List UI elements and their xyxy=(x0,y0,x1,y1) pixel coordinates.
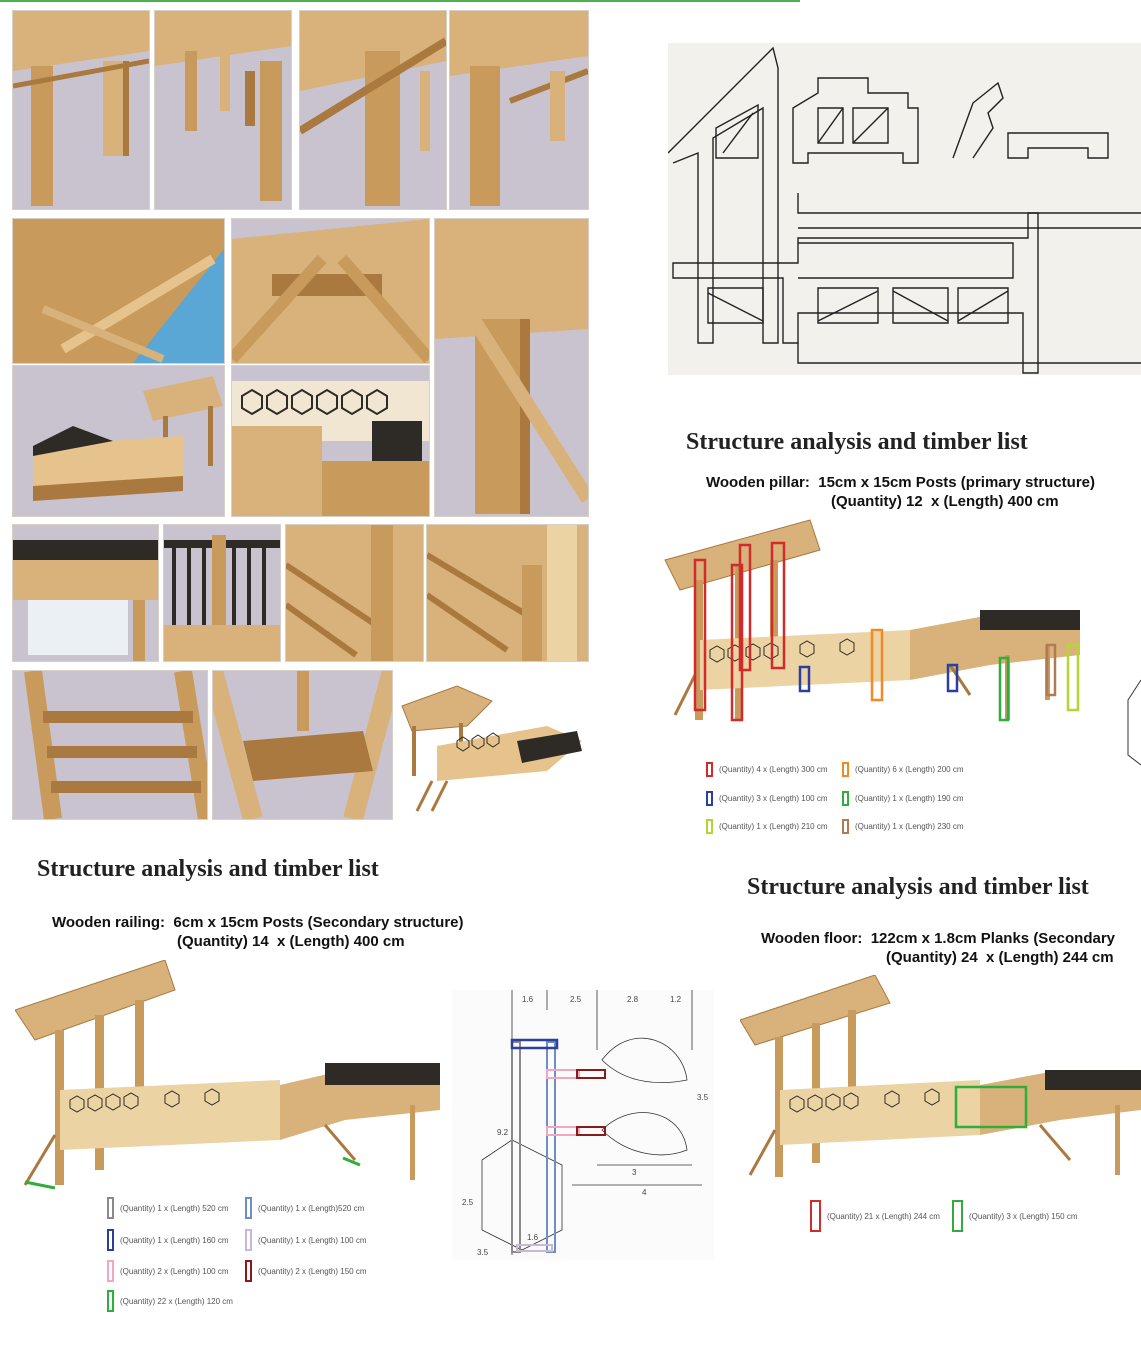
legend-label: (Quantity) 1 x (Length) 520 cm xyxy=(120,1203,229,1213)
legend-swatch xyxy=(842,762,849,777)
legend-swatch xyxy=(706,762,713,777)
legend-label: (Quantity) 1 x (Length) 100 cm xyxy=(258,1235,367,1245)
legend-label: (Quantity) 2 x (Length) 150 cm xyxy=(258,1266,367,1276)
render-photo-posts-3 xyxy=(449,10,589,210)
legend-label: (Quantity) 1 x (Length) 190 cm xyxy=(855,794,964,803)
legend-label: (Quantity) 1 x (Length) 160 cm xyxy=(120,1235,229,1245)
legend-swatch xyxy=(952,1200,963,1232)
render-photo-posts-1 xyxy=(12,10,150,210)
floor-spec-line-1: Wooden floor: 122cm x 1.8cm Planks (Seco… xyxy=(761,930,1116,947)
railing-legend-item: (Quantity) 1 x (Length) 520 cm xyxy=(107,1197,229,1219)
pillar-legend-item: (Quantity) 1 x (Length) 230 cm xyxy=(842,819,964,834)
railing-dim-label: 3.5 xyxy=(697,1093,709,1102)
floor-legend-item: (Quantity) 3 x (Length) 150 cm xyxy=(952,1200,1078,1232)
railing-dimension-sketch: 1.6 2.5 2.8 1.2 3.5 9.2 2.5 3.5 1.6 3 4 xyxy=(452,990,714,1260)
render-photo-pavilion-aerial xyxy=(396,670,589,820)
legend-label: (Quantity) 2 x (Length) 100 cm xyxy=(120,1266,229,1276)
legend-swatch xyxy=(706,791,713,806)
legend-label: (Quantity) 1 x (Length)520 cm xyxy=(258,1203,365,1213)
railing-legend-item: (Quantity) 2 x (Length) 150 cm xyxy=(245,1260,367,1282)
legend-label: (Quantity) 21 x (Length) 244 cm xyxy=(827,1211,940,1221)
railing-legend-item: (Quantity) 1 x (Length)520 cm xyxy=(245,1197,364,1219)
legend-label: (Quantity) 1 x (Length) 210 cm xyxy=(719,822,828,831)
pillar-legend-item: (Quantity) 4 x (Length) 300 cm xyxy=(706,762,828,777)
render-photo-tall-post xyxy=(434,218,589,517)
render-photo-pavilion-overview xyxy=(12,365,225,517)
railing-legend-item: (Quantity) 22 x (Length) 120 cm xyxy=(107,1290,233,1312)
railing-dim-label: 2.5 xyxy=(570,995,582,1004)
render-photo-stairs-2 xyxy=(212,670,393,820)
legend-swatch xyxy=(706,819,713,834)
render-photo-deck-side xyxy=(12,524,159,662)
railing-dim-label: 1.6 xyxy=(522,995,534,1004)
railing-dim-label: 2.8 xyxy=(627,995,639,1004)
render-photo-joint-1 xyxy=(299,10,447,210)
floor-legend-item: (Quantity) 21 x (Length) 244 cm xyxy=(810,1200,940,1232)
railing-legend-item: (Quantity) 1 x (Length) 160 cm xyxy=(107,1229,229,1251)
render-photo-stair-joint-2 xyxy=(426,524,589,662)
railing-spec-line-1: Wooden railing: 6cm x 15cm Posts (Second… xyxy=(52,914,464,931)
render-photo-brace-joint xyxy=(231,218,430,364)
railing-legend-item: (Quantity) 2 x (Length) 100 cm xyxy=(107,1260,229,1282)
railing-dim-label: 4 xyxy=(642,1188,647,1197)
railing-dim-label: 3 xyxy=(632,1168,637,1177)
render-photo-hex-railing xyxy=(231,365,430,517)
legend-swatch xyxy=(842,819,849,834)
railing-dim-label: 1.2 xyxy=(670,995,682,1004)
legend-swatch xyxy=(107,1197,114,1219)
legend-swatch xyxy=(107,1260,114,1282)
elevation-sketch-drawing xyxy=(668,46,1141,374)
floor-structure-model xyxy=(739,974,1141,1190)
render-photo-stair-joint-1 xyxy=(285,524,424,662)
legend-swatch xyxy=(245,1197,252,1219)
render-photo-stairs-1 xyxy=(12,670,208,820)
legend-swatch xyxy=(245,1260,252,1282)
render-photo-metal-railing xyxy=(163,524,281,662)
top-accent-line xyxy=(0,0,800,2)
legend-swatch xyxy=(107,1290,114,1312)
legend-label: (Quantity) 6 x (Length) 200 cm xyxy=(855,765,964,774)
floor-spec-line-2: (Quantity) 24 x (Length) 244 cm xyxy=(886,949,1114,966)
legend-swatch xyxy=(810,1200,821,1232)
legend-label: (Quantity) 4 x (Length) 300 cm xyxy=(719,765,828,774)
pillar-legend-item: (Quantity) 3 x (Length) 100 cm xyxy=(706,791,828,806)
elevation-sketch xyxy=(668,43,1141,375)
legend-label: (Quantity) 22 x (Length) 120 cm xyxy=(120,1296,233,1306)
railing-dim-label: 2.5 xyxy=(462,1198,474,1207)
legend-swatch xyxy=(107,1229,114,1251)
pillar-spec-line-2: (Quantity) 12 x (Length) 400 cm xyxy=(831,493,1059,510)
pillar-legend-item: (Quantity) 1 x (Length) 190 cm xyxy=(842,791,964,806)
railing-legend-item: (Quantity) 1 x (Length) 100 cm xyxy=(245,1229,367,1251)
railing-spec-line-2: (Quantity) 14 x (Length) 400 cm xyxy=(177,933,405,950)
render-photo-roof-underside xyxy=(12,218,225,364)
railing-dim-label: 1.6 xyxy=(527,1233,539,1242)
legend-swatch xyxy=(842,791,849,806)
pillar-dimension-sketch-edge xyxy=(1100,540,1141,780)
legend-swatch xyxy=(245,1229,252,1251)
pillar-legend-item: (Quantity) 1 x (Length) 210 cm xyxy=(706,819,828,834)
railing-structure-model xyxy=(14,959,440,1200)
railing-dim-label: 3.5 xyxy=(477,1248,489,1257)
legend-label: (Quantity) 3 x (Length) 150 cm xyxy=(969,1211,1078,1221)
pillar-section-heading: Structure analysis and timber list xyxy=(686,429,1028,455)
pillar-legend-item: (Quantity) 6 x (Length) 200 cm xyxy=(842,762,964,777)
floor-section-heading: Structure analysis and timber list xyxy=(747,874,1089,900)
render-photo-posts-2 xyxy=(154,10,292,210)
railing-section-heading: Structure analysis and timber list xyxy=(37,856,379,882)
pillar-structure-model xyxy=(660,515,1080,730)
railing-dim-label: 9.2 xyxy=(497,1128,509,1137)
legend-label: (Quantity) 1 x (Length) 230 cm xyxy=(855,822,964,831)
legend-label: (Quantity) 3 x (Length) 100 cm xyxy=(719,794,828,803)
pillar-spec-line-1: Wooden pillar: 15cm x 15cm Posts (primar… xyxy=(706,474,1096,491)
